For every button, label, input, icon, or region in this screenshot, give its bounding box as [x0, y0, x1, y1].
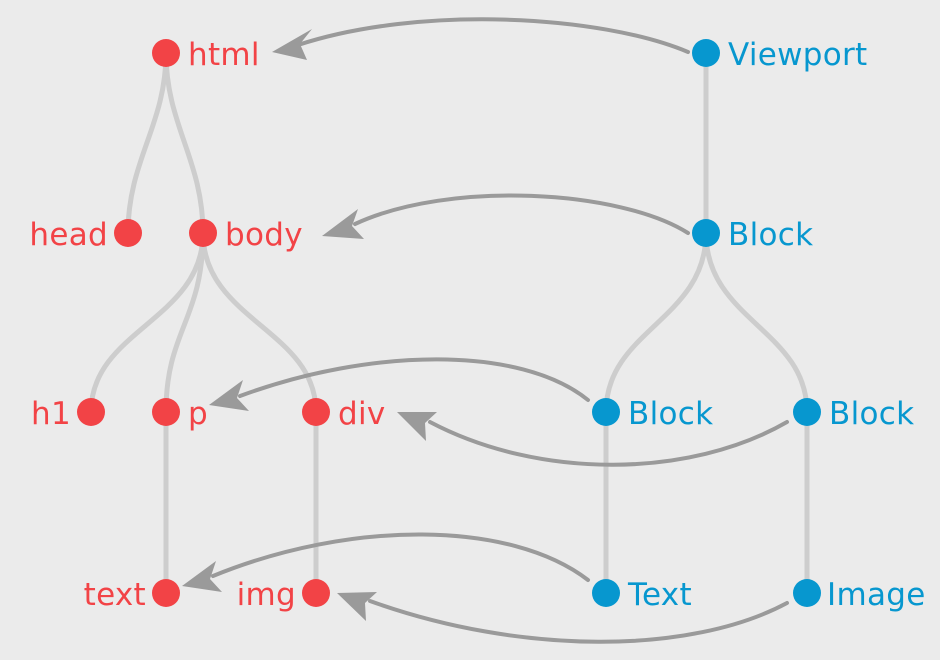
dom-node-head-label: head [29, 217, 108, 253]
arrow-viewport-to-html [296, 17, 690, 54]
layout-node-viewport-dot [692, 39, 720, 67]
dom-node-text-label: text [84, 577, 146, 613]
dom-node-img-label: img [237, 577, 296, 613]
layout-node-text-label: Text [627, 577, 692, 613]
dom-node-p-label: p [188, 396, 208, 432]
layout-node-block-body-dot [692, 219, 720, 247]
dom-node-div-label: div [338, 396, 386, 432]
layout-node-image-dot [793, 579, 821, 607]
layout-tree-nodes: Viewport Block Block Block Text Image [592, 37, 926, 613]
layout-node-image-label: Image [827, 577, 926, 613]
edge-html-body [163, 50, 206, 236]
layout-tree-edges [603, 50, 810, 596]
arrow-block-to-div [428, 420, 789, 467]
edge-body-p [163, 230, 206, 415]
arrow-block-to-body [353, 193, 690, 235]
arrowhead-text [182, 561, 222, 592]
dom-node-body-dot [189, 219, 217, 247]
arrowhead-body [322, 209, 364, 239]
layout-node-block-div-dot [793, 398, 821, 426]
arrowhead-div [397, 412, 437, 441]
edge-body-h1 [88, 230, 206, 415]
arrowhead-img [337, 592, 377, 621]
dom-node-html-label: html [188, 37, 260, 73]
layout-node-block-div-label: Block [829, 396, 914, 432]
arrow-text-to-text [211, 532, 590, 582]
dom-node-h1-dot [77, 398, 105, 426]
dom-node-h1-label: h1 [31, 396, 71, 432]
dom-node-img-dot [302, 579, 330, 607]
layout-node-viewport-label: Viewport [728, 37, 868, 73]
dom-node-head-dot [114, 219, 142, 247]
dom-node-html-dot [152, 39, 180, 67]
dom-node-p-dot [152, 398, 180, 426]
edge-block-block-right [703, 230, 810, 415]
arrowhead-html [272, 29, 312, 60]
dom-node-body-label: body [225, 217, 303, 253]
edge-html-head [125, 50, 169, 236]
arrow-image-to-img [368, 599, 789, 644]
arrow-block-to-p [238, 357, 590, 402]
mapping-arrows [182, 17, 789, 644]
arrowhead-p [209, 380, 249, 411]
edge-body-div [200, 230, 319, 415]
layout-node-block-p-label: Block [628, 396, 713, 432]
dom-node-div-dot [302, 398, 330, 426]
dom-node-text-dot [152, 579, 180, 607]
dom-tree-edges [88, 50, 319, 596]
layout-node-text-dot [592, 579, 620, 607]
layout-node-block-body-label: Block [728, 217, 813, 253]
edge-block-block-left [603, 230, 709, 415]
layout-node-block-p-dot [592, 398, 620, 426]
dom-tree-nodes: html head body h1 p div text img [29, 37, 385, 613]
